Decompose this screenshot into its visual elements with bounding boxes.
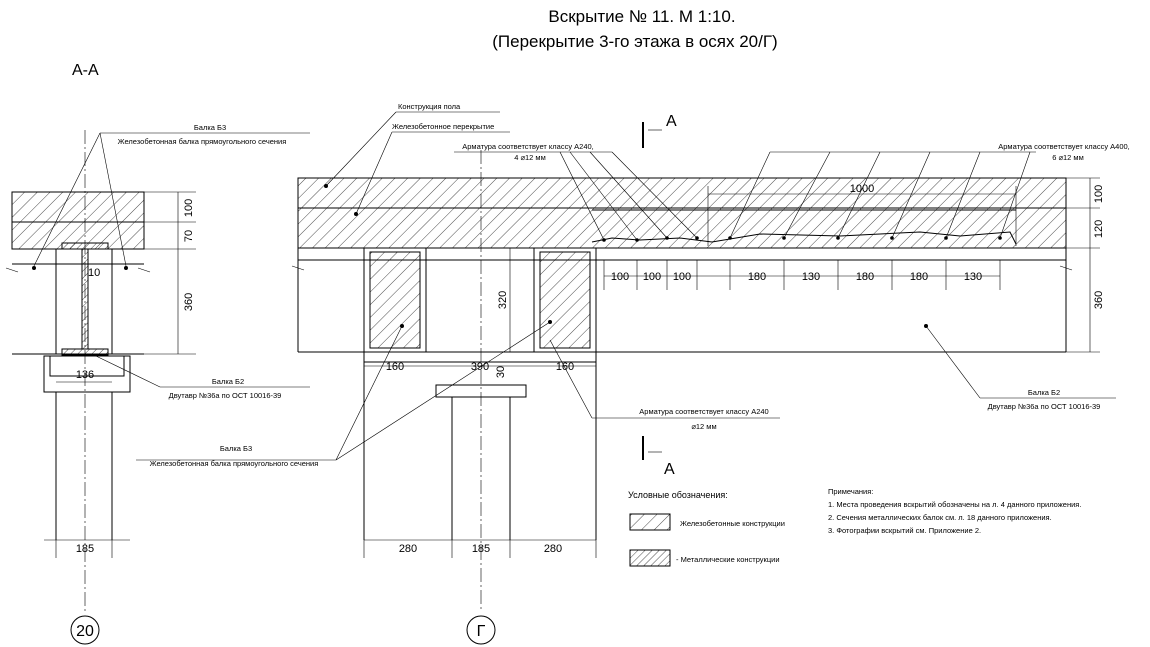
rc-beam-left: [369, 251, 421, 349]
callout-b3-left-2: Железобетонная балка прямоугольного сече…: [118, 137, 287, 146]
dim-100-b: 100: [643, 271, 661, 283]
callout-b3-mid-1: Балка Б3: [220, 444, 252, 453]
callout-b2-left-1: Балка Б2: [212, 377, 244, 386]
cut-marker-top: А: [666, 113, 677, 130]
dim-right-120: 120: [1093, 220, 1105, 238]
dim-right-100: 100: [1093, 185, 1105, 203]
dim-30: 30: [495, 366, 507, 378]
main-dimensions: 100 100 100 180 130 180 180 130 1000 100…: [363, 177, 1105, 558]
callout-a240-bottom-2: ⌀12 мм: [691, 422, 716, 431]
dim-bottom-280-a: 280: [399, 543, 417, 555]
title-line-1: Вскрытие № 11. М 1:10.: [548, 7, 735, 26]
dim-left-136: 136: [76, 369, 94, 381]
dim-left-360: 360: [183, 293, 195, 311]
note-3: 3. Фотографии вскрытий см. Приложение 2.: [828, 526, 981, 535]
dim-bottom-280-b: 280: [544, 543, 562, 555]
section-label: А-А: [72, 62, 99, 79]
callout-floor-construction: Конструкция пола: [398, 102, 461, 111]
axis-bubble-g: Г: [466, 615, 496, 645]
callout-a400-1: Арматура соответствует классу А400,: [998, 142, 1130, 151]
legend-metal-label: - Металлические конструкции: [676, 555, 780, 564]
dim-180-b: 180: [856, 271, 874, 283]
floor-layer-left: [11, 191, 145, 223]
dim-left-185: 185: [76, 543, 94, 555]
main-section: А А: [291, 113, 1073, 612]
rc-slab: [297, 207, 1067, 249]
note-2: 2. Сечения металлических балок см. л. 18…: [828, 513, 1052, 522]
legend-rc-swatch: [629, 513, 671, 531]
callout-a240-top-2: 4 ⌀12 мм: [514, 153, 546, 162]
cut-marker-bottom: А: [664, 461, 675, 478]
dim-100-a: 100: [611, 271, 629, 283]
svg-text:Г: Г: [477, 623, 486, 640]
dim-180-a: 180: [748, 271, 766, 283]
legend: Условные обозначения: Железобетонные кон…: [628, 490, 785, 567]
rc-beam-right: [539, 251, 591, 349]
dim-160-a: 160: [386, 361, 404, 373]
dim-bottom-185: 185: [472, 543, 490, 555]
svg-text:20: 20: [76, 623, 94, 640]
note-1: 1. Места проведения вскрытий обозначены …: [828, 500, 1081, 509]
legend-metal-swatch: [629, 549, 671, 567]
dim-right-360: 360: [1093, 291, 1105, 309]
callout-a240-top-1: Арматура соответствует классу А240,: [462, 142, 594, 151]
axis-bubble-20: 20: [70, 615, 100, 645]
callout-rc-slab: Железобетонное перекрытие: [392, 122, 494, 131]
callout-a240-bottom-1: Арматура соответствует классу А240: [639, 407, 768, 416]
title-line-2: (Перекрытие 3-го этажа в осях 20/Г): [492, 32, 777, 51]
callout-a400-2: 6 ⌀12 мм: [1052, 153, 1084, 162]
callout-b3-left-1: Балка Б3: [194, 123, 226, 132]
notes-title: Примечания:: [828, 487, 873, 496]
dim-180-c: 180: [910, 271, 928, 283]
legend-title: Условные обозначения:: [628, 490, 728, 500]
legend-rc-label: Железобетонные конструкции: [680, 519, 785, 528]
callout-b3-mid-2: Железобетонная балка прямоугольного сече…: [150, 459, 319, 468]
dim-130-a: 130: [802, 271, 820, 283]
dim-left-100: 100: [183, 199, 195, 217]
dim-320: 320: [497, 291, 509, 309]
main-leaders: [136, 111, 1116, 461]
dim-100-c: 100: [673, 271, 691, 283]
callout-b2-right-2: Двутавр №36а по ОСТ 10016-39: [988, 402, 1101, 411]
notes: Примечания: 1. Места проведения вскрытий…: [828, 487, 1081, 535]
floor-layer: [297, 177, 1067, 209]
dim-160-b: 160: [556, 361, 574, 373]
callout-b2-left-2: Двутавр №36а по ОСТ 10016-39: [169, 391, 282, 400]
dim-left-10: 10: [88, 267, 100, 279]
callout-b2-right-1: Балка Б2: [1028, 388, 1060, 397]
section-a-a: 100 70 360 10 136 185: [5, 130, 310, 612]
dim-130-b: 130: [964, 271, 982, 283]
dim-left-70: 70: [183, 230, 195, 242]
